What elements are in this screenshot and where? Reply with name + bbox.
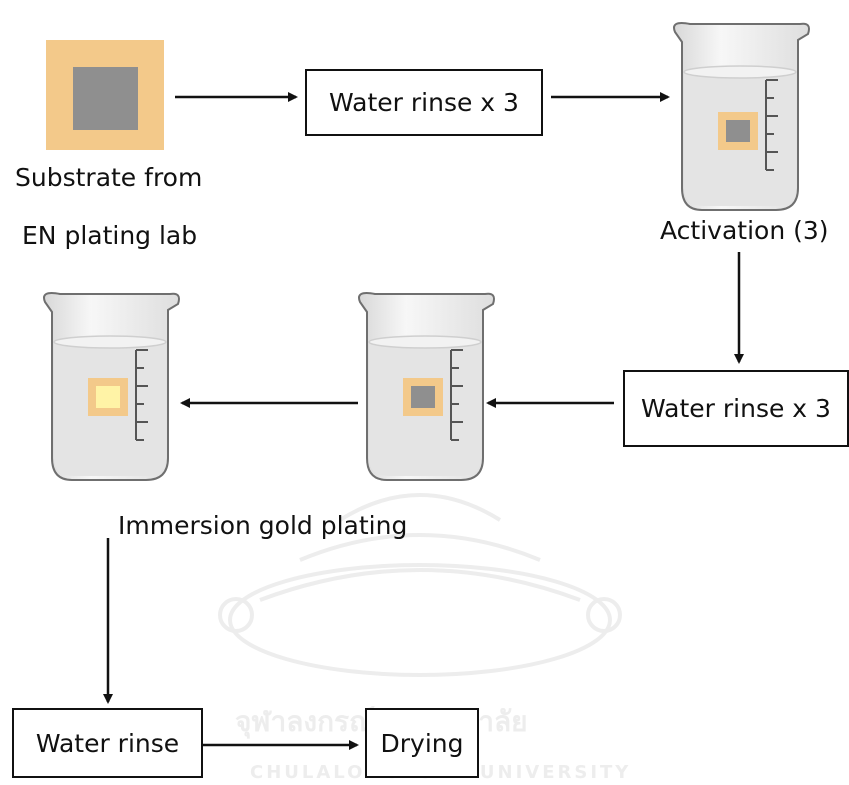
water-rinse-x3-box-2: Water rinse x 3 [623, 370, 849, 447]
substrate-label-line1: Substrate from [15, 163, 203, 192]
substrate-sample-icon [46, 40, 164, 150]
water-rinse-box: Water rinse [12, 708, 203, 778]
activation-label: Activation (3) [660, 216, 829, 245]
water-rinse-x3-label-1: Water rinse x 3 [329, 88, 519, 117]
rinse-beaker-icon [358, 292, 495, 481]
immersion-gold-label: Immersion gold plating [118, 511, 408, 540]
water-rinse-label: Water rinse [35, 728, 180, 758]
substrate-label-line2: EN plating lab [22, 221, 198, 250]
drying-box: Drying [365, 708, 479, 778]
drying-label: Drying [380, 728, 464, 758]
activation-beaker-icon [673, 22, 810, 211]
water-rinse-x3-label-2: Water rinse x 3 [641, 394, 831, 423]
water-rinse-x3-box-1: Water rinse x 3 [305, 69, 543, 136]
gold-plating-beaker-icon [43, 292, 180, 481]
